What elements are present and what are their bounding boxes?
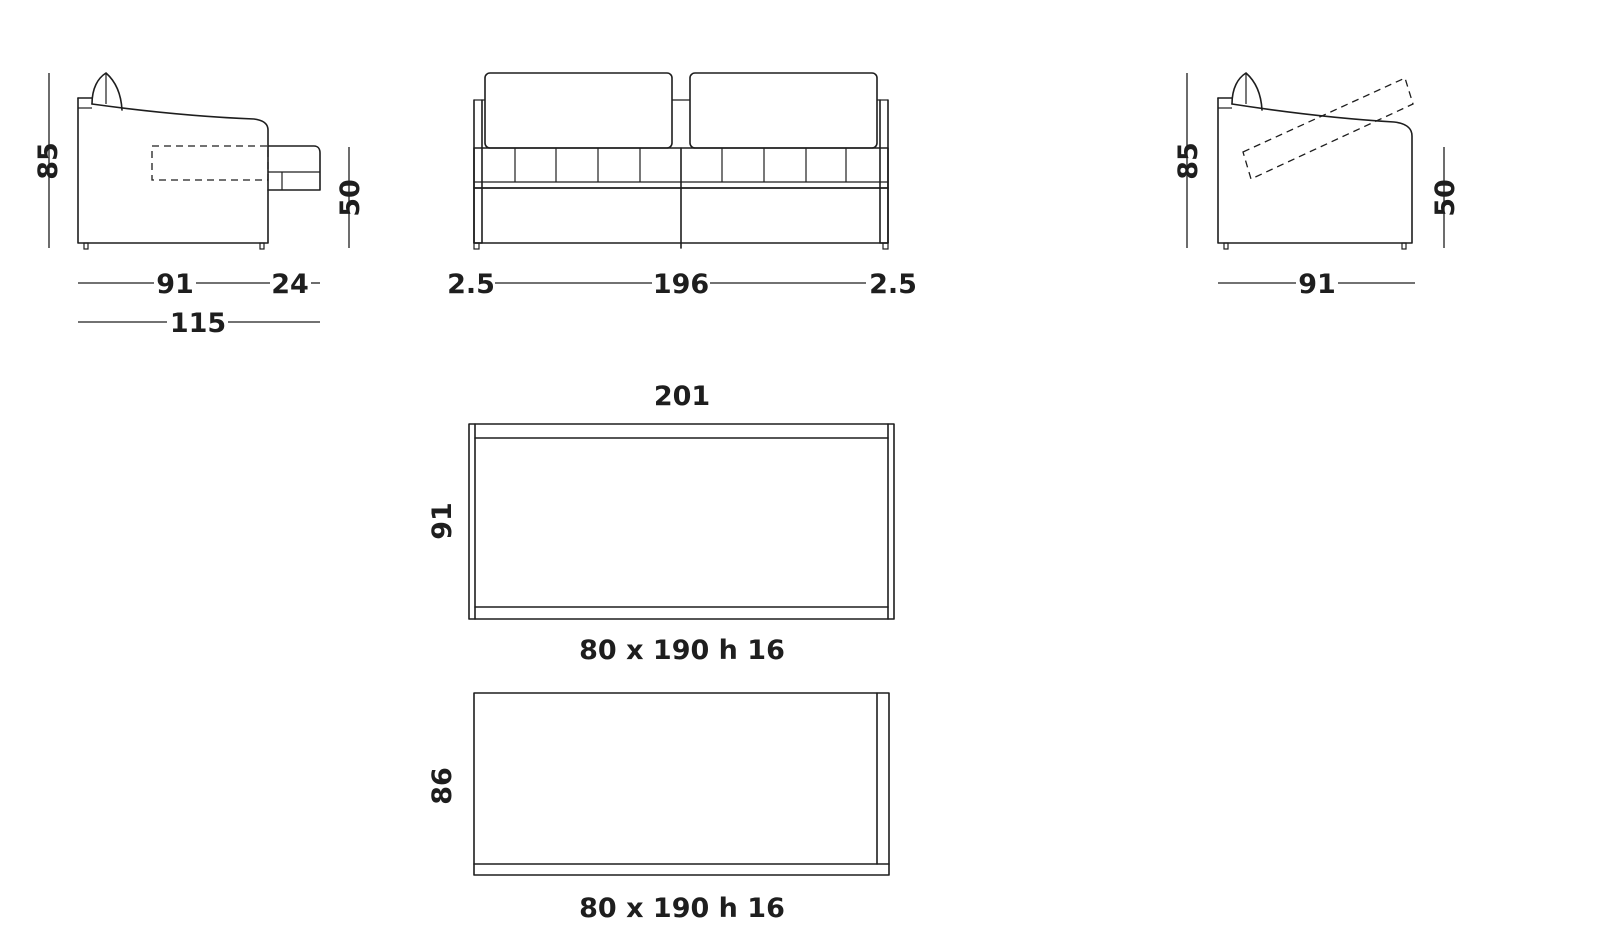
bed-plan-bottom: 86 80 x 190 h 16: [427, 692, 890, 924]
total-depth-label: 115: [170, 308, 226, 339]
bed-mechanism-dashed: [151, 145, 269, 181]
bed-frame: [468, 423, 895, 620]
front-view: 2.5 196 2.5: [447, 72, 917, 300]
mattress-label: 80 x 190 h 16: [579, 635, 785, 666]
width-label: 196: [653, 269, 709, 300]
foot: [1401, 242, 1407, 250]
seat-extension: [267, 145, 321, 191]
side-view-left: 85 50 91 24 115: [33, 72, 366, 339]
back-cushion-right: [689, 72, 878, 149]
side-view-right: 85 50 91: [1173, 72, 1461, 300]
pillow-outline: [1231, 72, 1263, 111]
height-label: 85: [1173, 142, 1204, 180]
bed-width-label: 86: [427, 767, 458, 805]
bed-plan-top: 201 91 80 x 190 h 16: [427, 381, 895, 666]
extension-label: 24: [271, 269, 309, 300]
bed-mechanism-dashed: [1242, 77, 1414, 180]
pillow-outline: [91, 72, 123, 111]
right-arm: [879, 99, 889, 244]
sofa-side-outline: [1217, 97, 1413, 244]
depth-label: 91: [156, 269, 194, 300]
back-cushion-left: [484, 72, 673, 149]
bed-length-label: 201: [654, 381, 710, 412]
foot: [83, 242, 89, 250]
foot: [882, 242, 889, 250]
sofa-base: [473, 187, 889, 244]
foot: [259, 242, 265, 250]
depth-label: 91: [1298, 269, 1336, 300]
bed-frame: [473, 692, 890, 876]
sofa-side-outline: [77, 97, 269, 244]
seat-height-label: 50: [1430, 179, 1461, 217]
left-arm-label: 2.5: [447, 269, 495, 300]
height-label: 85: [33, 142, 64, 180]
foot: [1223, 242, 1229, 250]
mattress-label: 80 x 190 h 16: [579, 893, 785, 924]
left-arm: [473, 99, 483, 244]
right-arm-label: 2.5: [869, 269, 917, 300]
bed-width-label: 91: [427, 502, 458, 540]
seat-height-label: 50: [335, 179, 366, 217]
foot: [473, 242, 480, 250]
